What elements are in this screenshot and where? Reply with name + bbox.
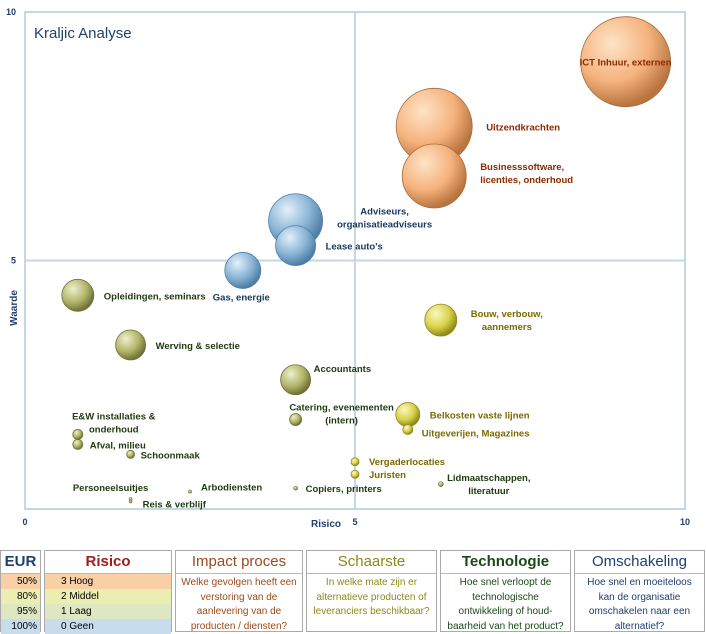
risico-row: 0 Geen: [45, 619, 171, 634]
x-axis-label: Risico: [311, 519, 341, 530]
bubble-label: Uitzendkrachten: [486, 122, 560, 133]
bubble-point: [293, 485, 298, 491]
impact-title: Impact proces: [176, 551, 302, 574]
bubble-label: Accountants: [314, 364, 372, 375]
bubble-point: [289, 413, 303, 426]
bubble-label: Vergaderlocaties: [369, 457, 445, 468]
x-tick-label: 0: [22, 517, 27, 527]
bubble-label: Juristen: [369, 470, 406, 481]
bubble-label: Lease auto's: [326, 242, 383, 253]
bubble-label: Personeelsuitjes: [73, 483, 149, 494]
eur-row: 95%: [1, 604, 40, 619]
bubble-point: [275, 225, 317, 266]
eur-row: 50%: [1, 574, 40, 589]
bubble-point: [115, 329, 147, 361]
bubble-point: [402, 424, 414, 435]
x-tick-label: 5: [352, 517, 357, 527]
bubble-label: Uitgeverijen, Magazines: [422, 428, 530, 439]
eur-title: EUR: [1, 551, 40, 574]
risico-row: 3 Hoog: [45, 574, 171, 589]
bubble-label: E&W installaties &onderhoud: [72, 411, 156, 435]
risico-column: Risico 3 Hoog 2 Middel 1 Laag 0 Geen: [44, 550, 172, 634]
bubble-point: [188, 489, 192, 494]
bubble-label: Catering, evenementen(intern): [289, 403, 394, 427]
risico-row: 2 Middel: [45, 589, 171, 604]
bubble-label: Reis & verblijf: [143, 500, 207, 511]
bubble-label: Arbodiensten: [201, 483, 262, 494]
bubble-label: Bouw, verbouw,aannemers: [471, 309, 543, 333]
kraljic-chart: Kraljic Analyse 0 5 10 5 10 Waarde Risico IC…: [6, 7, 690, 530]
omschakeling-box: Omschakeling Hoe snel en moeiteloos kan …: [574, 550, 705, 632]
risico-title: Risico: [45, 551, 171, 574]
x-tick-label: 10: [680, 517, 690, 527]
legend-panel: EUR 50% 80% 95% 100% Risico 3 Hoog 2 Mid…: [0, 550, 706, 634]
bubble-label: Opleidingen, seminars: [104, 291, 206, 302]
bubble-label: Lidmaatschappen,literatuur: [447, 473, 530, 497]
bubble-point: [395, 402, 421, 427]
technologie-text: Hoe snel verloopt de technologische ontw…: [447, 577, 564, 632]
bubble-label: ICT Inhuur, externen: [580, 58, 672, 69]
bubble-point: [280, 364, 312, 396]
bubble-point: [437, 481, 444, 487]
omschakeling-text: Hoe snel en moeiteloos kan de organisati…: [587, 577, 692, 632]
bubble-label: Afval, milieu: [90, 440, 146, 451]
bubble-label: Adviseurs,organisatieadviseurs: [337, 207, 432, 231]
bubble-point: [580, 16, 671, 108]
schaarste-box: Schaarste In welke mate zijn er alternat…: [306, 550, 437, 632]
technologie-title: Technologie: [441, 551, 570, 574]
bubble-point: [72, 429, 84, 440]
bubble-point: [128, 499, 133, 504]
eur-row: 100%: [1, 619, 40, 634]
bubble-point: [224, 252, 262, 289]
risico-row: 1 Laag: [45, 604, 171, 619]
bubble-label: Werving & selectie: [156, 341, 240, 352]
bubble-point: [61, 278, 95, 312]
bubble-point: [126, 449, 136, 459]
bubble-point: [72, 438, 84, 450]
bubble-point: [350, 469, 360, 479]
impact-text: Welke gevolgen heeft een verstoring van …: [181, 577, 297, 632]
bubble-label: Copiers, printers: [306, 484, 382, 495]
impact-box: Impact proces Welke gevolgen heeft een v…: [175, 550, 303, 632]
eur-column: EUR 50% 80% 95% 100%: [0, 550, 41, 634]
eur-row: 80%: [1, 589, 40, 604]
bubble-label: Gas, energie: [213, 292, 270, 303]
y-tick-label: 5: [11, 256, 16, 266]
bubble-point: [350, 457, 360, 467]
schaarste-text: In welke mate zijn er alternatieve produ…: [313, 577, 430, 617]
bubble-point: [424, 303, 458, 337]
chart-title: Kraljic Analyse: [34, 25, 132, 42]
omschakeling-title: Omschakeling: [575, 551, 704, 574]
bubble-label: Belkosten vaste lijnen: [430, 411, 530, 422]
technologie-box: Technologie Hoe snel verloopt de technol…: [440, 550, 571, 632]
bubble-label: Businesssoftware,licenties, onderhoud: [480, 162, 573, 186]
bubble-label: Schoonmaak: [141, 450, 201, 461]
y-tick-label: 10: [6, 7, 16, 17]
bubble-point: [401, 143, 467, 209]
schaarste-title: Schaarste: [307, 551, 436, 574]
y-axis-label: Waarde: [9, 290, 20, 326]
